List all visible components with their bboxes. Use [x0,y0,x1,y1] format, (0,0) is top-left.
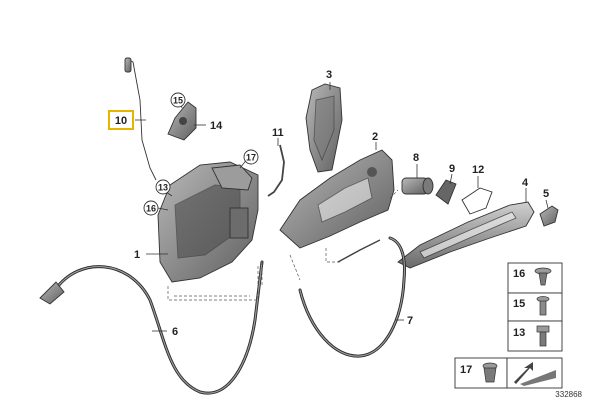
callout-6[interactable]: 6 [172,326,178,338]
callout-4[interactable]: 4 [522,177,529,189]
callout-circle-17 [243,149,259,165]
callout-12[interactable]: 12 [472,164,484,176]
assembly-lines [167,189,399,301]
lock-cylinder-part-8[interactable] [401,177,434,195]
gasket-part-12[interactable] [461,187,493,215]
legend-label-13: 13 [513,327,525,339]
screw-icon [536,296,550,316]
callout-5[interactable]: 5 [543,188,549,200]
callout-11[interactable]: 11 [272,127,284,139]
plug-icon [482,362,498,383]
legend-cell-13[interactable] [507,320,563,352]
handle-cap-part-5[interactable] [539,205,559,227]
clip-icon [534,267,552,286]
legend-cell-16[interactable] [507,262,563,294]
bracket-part-14[interactable] [167,101,197,141]
callout-circle-13 [155,179,171,195]
gasket-part-9[interactable] [435,179,457,205]
legend-label-17: 17 [460,364,472,376]
callout-10[interactable]: 10 [115,115,127,127]
lock-actuator-part-1[interactable] [157,161,259,283]
bolt-icon [536,325,550,347]
callout-circle-16 [143,200,159,216]
callout-2[interactable]: 2 [372,131,378,143]
callout-1[interactable]: 1 [134,249,140,261]
legend-label-15: 15 [513,298,525,310]
leader-lines [135,82,549,332]
fastener-legend: 16 15 13 17 [454,262,563,389]
rod-part-11[interactable] [267,144,285,197]
callout-14[interactable]: 14 [210,120,223,132]
callout-13[interactable]: 13 [158,183,168,193]
callout-circle-15 [170,92,186,108]
rod-part-10[interactable] [124,57,157,181]
callout-3[interactable]: 3 [326,69,332,81]
outer-handle-part-4[interactable] [397,201,535,269]
legend-label-16: 16 [513,268,525,280]
legend-cell-17[interactable] [454,357,508,389]
bowden-cable-part-7[interactable] [298,236,406,358]
callout-15[interactable]: 15 [173,96,183,106]
callout-7[interactable]: 7 [407,315,413,327]
callout-17[interactable]: 17 [246,153,256,163]
callout-labels: 10 15 14 13 16 17 1 11 3 2 8 9 12 4 5 6 … [108,69,549,338]
callout-9[interactable]: 9 [449,163,455,175]
carrier-part-3[interactable] [305,83,343,173]
callout-16[interactable]: 16 [146,204,156,214]
diagram-id: 332868 [555,390,582,399]
handle-carrier-part-2[interactable] [279,149,395,249]
highlight-box-10 [108,110,134,130]
callout-8[interactable]: 8 [413,152,419,164]
legend-cell-15[interactable] [507,292,563,322]
arrow-icon [514,362,556,386]
bowden-cable-part-6[interactable] [39,260,264,395]
